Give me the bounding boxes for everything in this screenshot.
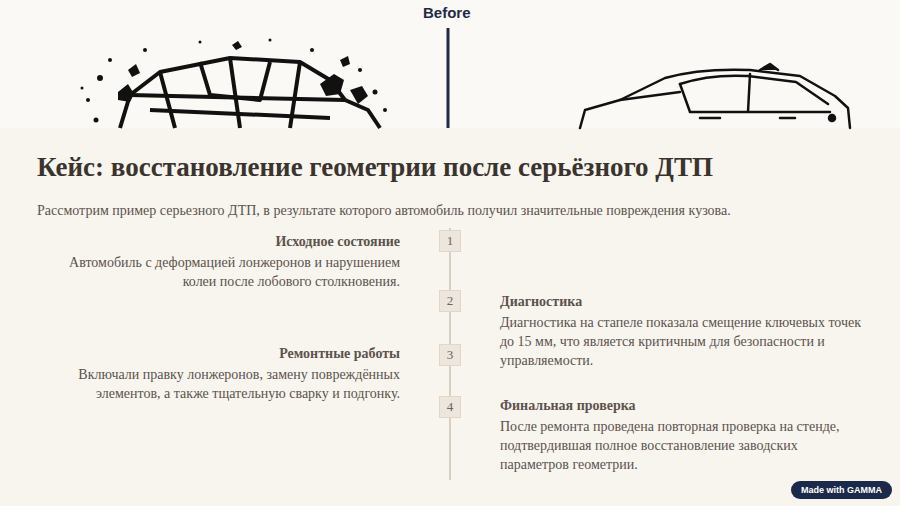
step-number-text: 2 (447, 293, 454, 309)
step-number: 1 (439, 230, 461, 252)
step-number-text: 4 (447, 399, 454, 415)
debris (81, 39, 388, 123)
made-with-badge: Made with GAMMA (791, 481, 892, 499)
wrecked-frame (120, 58, 380, 128)
car-outline (580, 64, 850, 128)
badge-text: Made with GAMMA (801, 485, 882, 495)
step-heading: Диагностика (500, 294, 582, 310)
step-heading: Ремонтные работы (279, 346, 400, 362)
step-text: Включали правку лонжеронов, замену повре… (30, 365, 400, 403)
step-number-text: 1 (447, 233, 454, 249)
step-heading: Финальная проверка (500, 398, 636, 414)
divider-line (447, 28, 450, 128)
step-number: 2 (439, 290, 461, 312)
step-text: Диагностика на стапеле показала смещение… (500, 313, 870, 370)
step-text: Автомобиль с деформацией лонжеронов и на… (55, 253, 400, 291)
step-heading: Исходное состояние (275, 234, 400, 250)
timeline-connector (449, 366, 451, 396)
subtitle: Рассмотрим пример серьезного ДТП, в резу… (37, 203, 731, 219)
before-label: Before (423, 4, 471, 21)
slide-title: Кейс: восстановление геометрии после сер… (37, 152, 713, 183)
step-number: 4 (439, 396, 461, 418)
step-number: 3 (439, 344, 461, 366)
step-number-text: 3 (447, 347, 454, 363)
timeline-connector (449, 312, 451, 344)
timeline-connector (449, 252, 451, 290)
header-ground (0, 0, 900, 128)
step-text: После ремонта проведена повторная провер… (500, 417, 870, 474)
timeline-tail (449, 418, 451, 480)
